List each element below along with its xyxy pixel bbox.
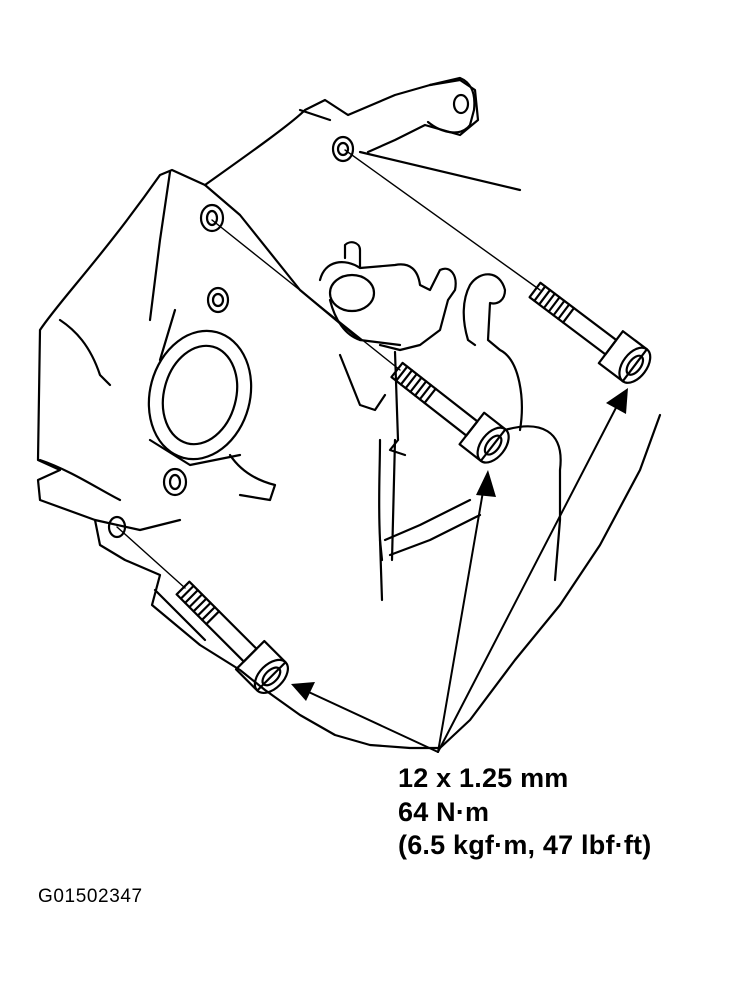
upper-tab-hole (452, 93, 470, 115)
bolt-lower-left (175, 580, 289, 694)
housing-outline (36, 78, 662, 750)
torque-alt-label: (6.5 kgf·m, 47 lbf·ft) (398, 830, 652, 860)
mount-hole-lower (162, 467, 188, 497)
torque-nm-label: 64 N·m (398, 797, 490, 827)
bolt-upper-right (528, 281, 652, 384)
bolt-center (390, 361, 510, 464)
arrowheads (291, 388, 628, 701)
mount-hole-upper-left (199, 203, 225, 233)
mount-hole-mid (206, 286, 230, 314)
round-boss-inner (161, 344, 239, 446)
round-boss-outer (147, 329, 253, 461)
bolt-size-label: 12 x 1.25 mm (398, 763, 569, 793)
alignment-lines (116, 149, 541, 589)
mount-hole-top (331, 135, 355, 163)
valve-cluster (318, 241, 457, 457)
figure-code: G01502347 (38, 886, 143, 907)
hose (462, 273, 523, 432)
upper-bracket-tab (426, 76, 476, 134)
leader-lines (299, 399, 621, 753)
